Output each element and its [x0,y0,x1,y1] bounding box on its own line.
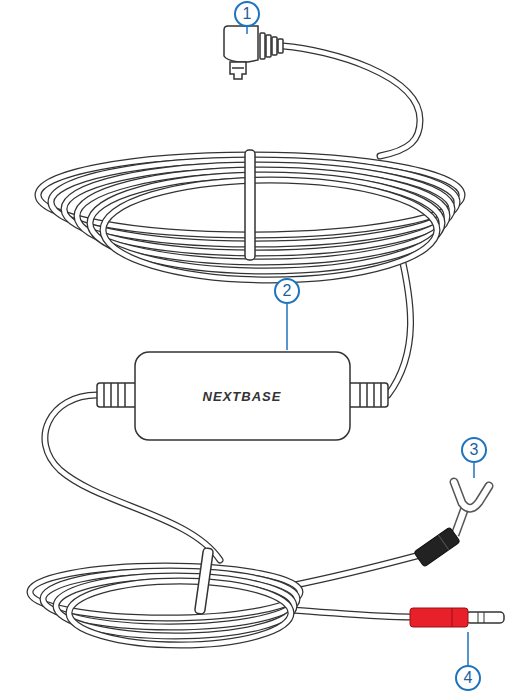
cable [290,610,410,617]
cable [77,170,447,262]
cable-outline [283,46,420,156]
callout-number: 3 [462,440,486,460]
drawing-part [373,383,375,407]
drawing-part [246,27,248,34]
leader-line [247,27,474,665]
drawing-part [266,35,271,57]
drawing-part [467,632,469,665]
drawing-part [30,46,462,645]
cable [388,250,411,395]
cable-outline [290,610,410,617]
drawing-part [438,535,448,550]
converter-box [97,352,388,440]
drawing-part [484,612,485,623]
drawing-part [456,666,480,690]
cable [290,555,420,586]
cable-outline [103,180,437,280]
brand-logo: NEXTBASE [177,389,307,405]
drawing-part [380,383,382,407]
drawing-part [232,67,244,69]
drawing-part [272,37,277,55]
drawing-part [124,383,126,407]
power-plug [224,26,283,79]
drawing-part [260,33,265,59]
drawing-part [245,150,255,260]
drawing-part [103,383,105,407]
cable [69,581,291,645]
drawing-part [414,527,460,567]
pin-terminal [410,608,504,627]
drawing-part [224,26,258,62]
drawing-part [117,383,119,407]
cable-outline [90,175,442,271]
drawing-part [275,279,299,303]
callout-number: 1 [235,4,259,24]
drawing-part [466,612,504,623]
cable-outline [56,576,294,636]
drawing-part [366,383,368,407]
drawing-part [194,548,213,615]
drawing-part [452,608,453,627]
drawing-part [110,383,112,407]
callout-number: 2 [275,281,299,301]
cable-outline [290,555,420,586]
cable-outline [69,581,291,645]
drawing-part [454,482,489,508]
drawing-part [235,2,259,26]
drawing-part [348,383,388,407]
cable-outline [388,250,411,395]
fork-terminal [414,482,489,567]
cable [103,180,437,280]
drawing-part [135,352,350,440]
drawing-part [478,612,479,623]
cable [283,46,420,156]
cable [56,576,294,636]
drawing-part [278,39,283,53]
cable-outline [77,170,447,262]
drawing-part [359,383,361,407]
cable [90,175,442,271]
drawing-part [230,62,246,79]
drawing-part [97,383,137,407]
drawing-part [454,482,489,508]
callout-number: 4 [456,668,480,688]
drawing-part [414,527,460,567]
drawing-part [286,304,288,350]
drawing-part [473,463,475,478]
drawing-part [410,608,468,627]
drawing-part [462,438,486,462]
callout-circle [235,2,486,690]
